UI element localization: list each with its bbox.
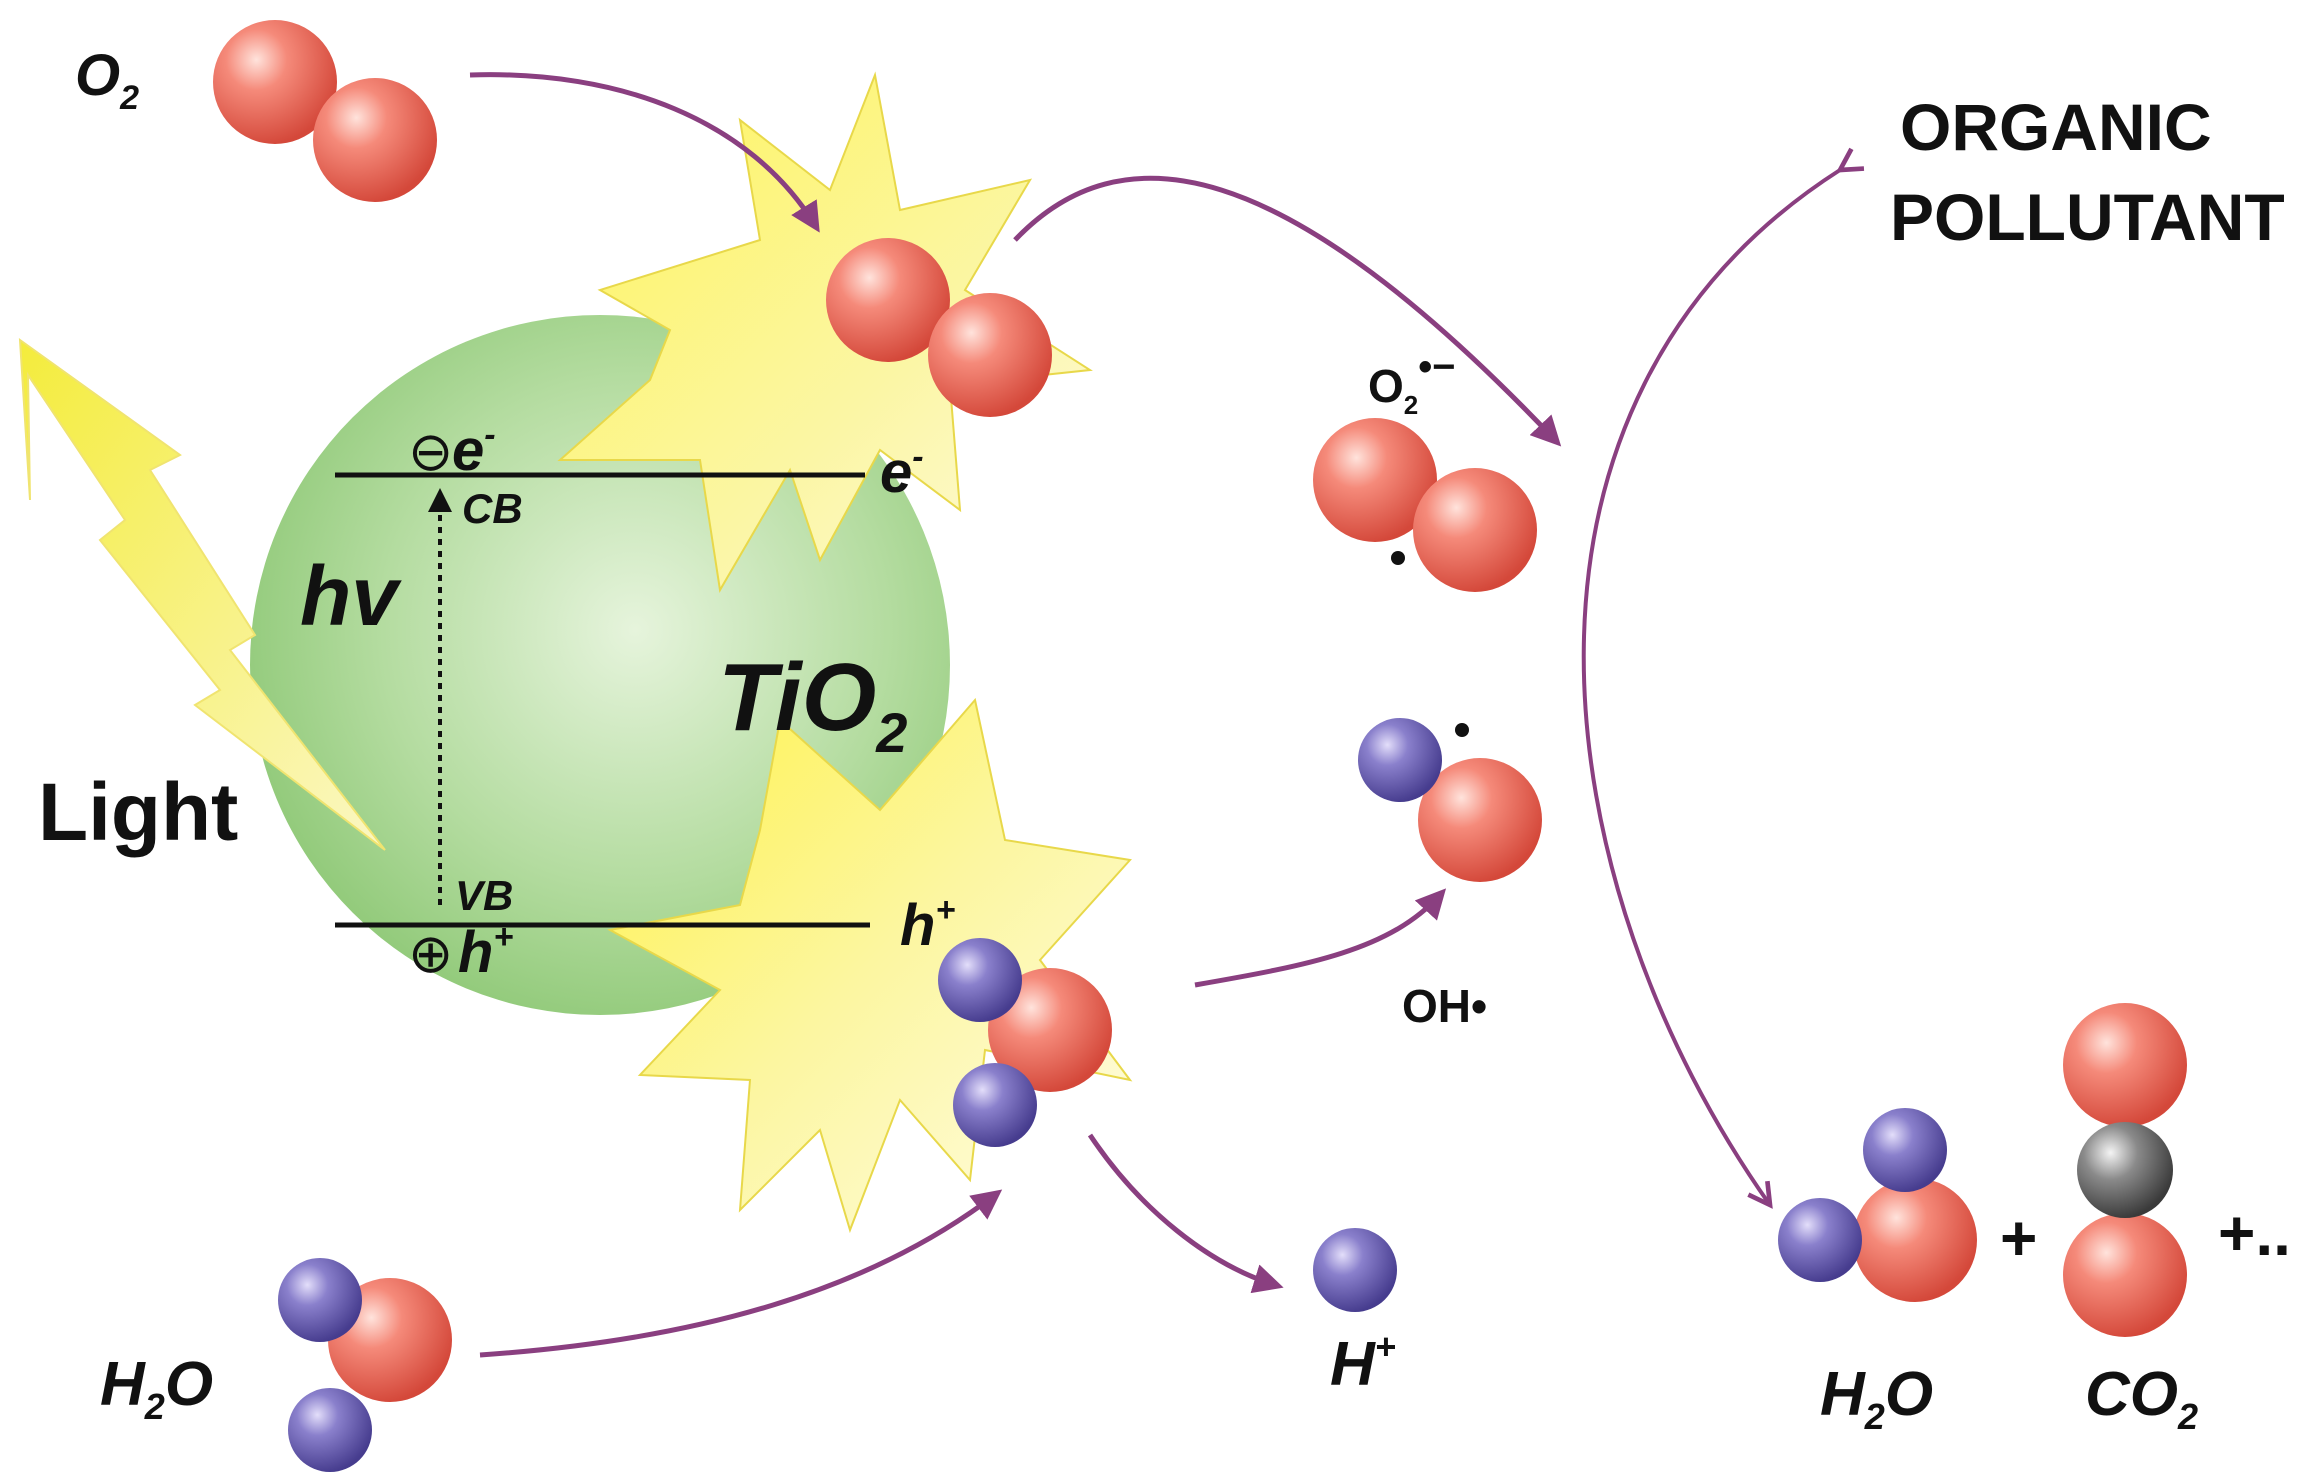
arrow-water-to-surface [479, 1189, 1003, 1358]
valence-band-label: VB [455, 872, 513, 919]
light-bolt-icon [18, 337, 386, 851]
hydroxyl-radical-label: OH• [1402, 980, 1487, 1032]
organic-pollutant-label-line2: POLLUTANT [1890, 180, 2285, 254]
electron-cb-label: e- [452, 416, 496, 483]
organic-pollutant-label-line1: ORGANIC [1900, 90, 2212, 164]
arrow-surface-to-hydroxyl [1194, 888, 1447, 988]
electron-surface-label: e- [880, 438, 924, 505]
water-molecule-incoming [278, 1258, 452, 1472]
plus-symbol-icon: ⊕ [408, 924, 453, 984]
arrow-surface-to-proton [1087, 1133, 1284, 1294]
proton-atom [1313, 1228, 1397, 1312]
superoxide-label: O2•− [1368, 345, 1456, 420]
water-molecule-adsorbed [938, 938, 1112, 1147]
light-label: Light [38, 767, 238, 858]
minus-symbol-icon: ⊖ [408, 422, 453, 482]
hydroxyl-radical-molecule [1358, 718, 1542, 882]
arrow-pollutant-degradation [1581, 170, 1840, 1205]
arrow-surface-to-superoxide [1013, 175, 1562, 447]
co2-product-label: CO2 [2085, 1360, 2198, 1437]
oxygen-molecule-incoming [213, 20, 437, 202]
arrow-o2-to-surface [469, 72, 820, 233]
oxygen-molecule-adsorbed [826, 238, 1052, 417]
o2-input-label: O2 [75, 43, 139, 117]
plus-sign-2: +.. [2218, 1197, 2291, 1269]
hole-vb-label: h+ [458, 918, 513, 985]
water-molecule-product [1778, 1108, 1977, 1302]
conduction-band-label: CB [462, 485, 523, 532]
water-input-label: H2O [100, 1350, 213, 1427]
water-product-label: H2O [1820, 1360, 1933, 1437]
proton-label: H+ [1330, 1326, 1396, 1399]
superoxide-radical-molecule [1313, 418, 1537, 592]
tio2-label: TiO2 [718, 644, 907, 764]
carbon-dioxide-molecule-product [2063, 1003, 2187, 1337]
photon-energy-label: hv [300, 549, 402, 643]
plus-sign-1: + [2000, 1202, 2037, 1274]
hole-surface-label: h+ [900, 891, 955, 958]
